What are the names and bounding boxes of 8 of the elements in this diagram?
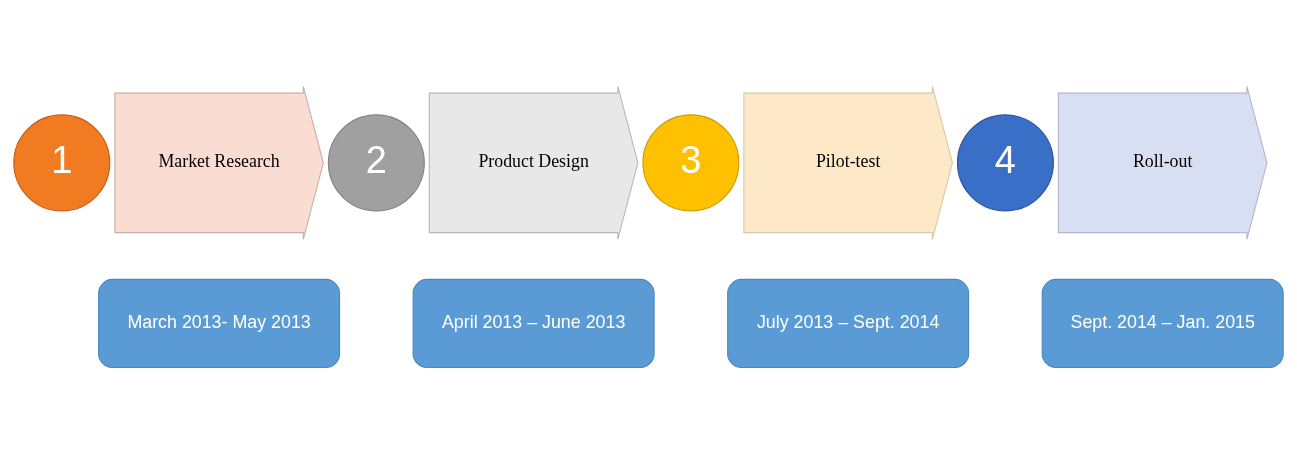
node-circle: 4 — [956, 113, 1054, 211]
node-box: March 2013- May 2013 — [98, 278, 341, 368]
node-box: Sept. 2014 – Jan. 2015 — [1041, 278, 1284, 368]
node-box: July 2013 – Sept. 2014 — [727, 278, 970, 368]
node-circle: 1 — [13, 113, 111, 211]
node-box: April 2013 – June 2013 — [412, 278, 655, 368]
node-circle: 2 — [327, 113, 425, 211]
node-circle: 3 — [642, 113, 740, 211]
